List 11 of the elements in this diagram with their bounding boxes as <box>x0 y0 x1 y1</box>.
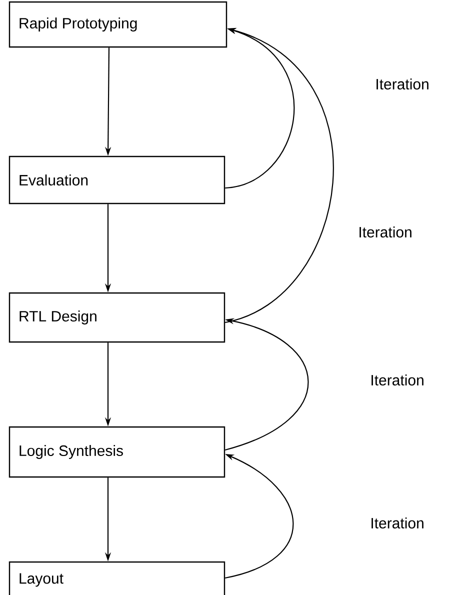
iteration-label: Iteration <box>372 518 424 528</box>
feedback-arrow <box>225 28 294 189</box>
process-box: Evaluation <box>8 156 226 204</box>
process-box: RTL Design <box>8 292 226 343</box>
process-box: Logic Synthesis <box>8 426 226 478</box>
process-box: Rapid Prototyping <box>8 1 228 48</box>
feedback-arrow <box>224 454 294 579</box>
iteration-label: Iteration <box>376 78 428 90</box>
iteration-label: Iteration <box>372 374 424 386</box>
process-box: Layout <box>8 561 226 595</box>
iteration-label: Iteration <box>360 226 412 238</box>
